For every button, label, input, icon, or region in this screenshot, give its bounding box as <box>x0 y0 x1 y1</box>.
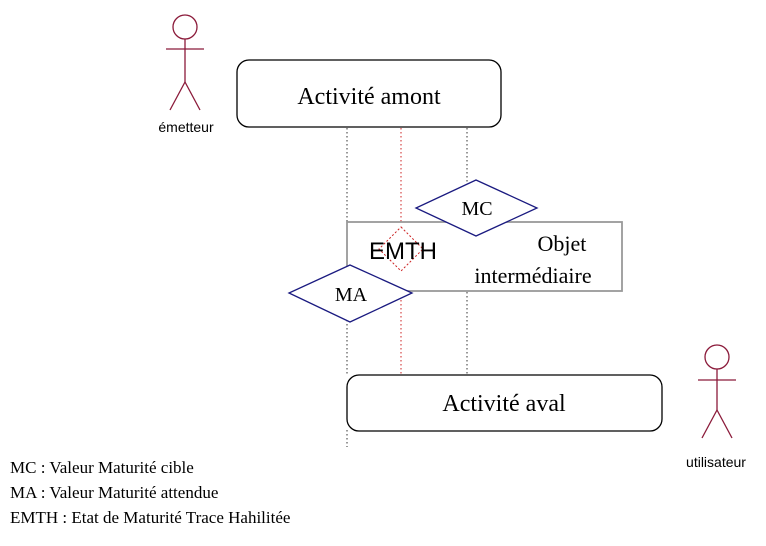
legend: MC : Valeur Maturité cible MA : Valeur M… <box>10 455 290 530</box>
emitter-label: émetteur <box>158 119 214 135</box>
user-actor-icon <box>698 344 736 439</box>
legend-item-ma: MA : Valeur Maturité attendue <box>10 483 219 502</box>
legend-item-mc: MC : Valeur Maturité cible <box>10 458 194 477</box>
upstream-activity-label: Activité amont <box>297 84 441 110</box>
mc-label: MC <box>461 198 492 220</box>
emth-diamond <box>378 226 424 272</box>
user-label: utilisateur <box>686 454 746 470</box>
upstream-activity-box <box>236 59 502 128</box>
downstream-activity-label: Activité aval <box>442 391 566 417</box>
mc-diamond <box>414 179 539 237</box>
legend-item-emth: EMTH : Etat de Maturité Trace Hahilitée <box>10 508 291 527</box>
emth-label: EMTH <box>369 238 437 265</box>
downstream-activity-box <box>346 374 663 432</box>
emitter-actor-icon <box>166 14 204 111</box>
ma-label: MA <box>335 284 368 306</box>
ma-diamond <box>287 264 414 323</box>
intermediate-object-line1: Objet <box>538 231 587 256</box>
intermediate-object-line2: intermédiaire <box>474 263 591 288</box>
